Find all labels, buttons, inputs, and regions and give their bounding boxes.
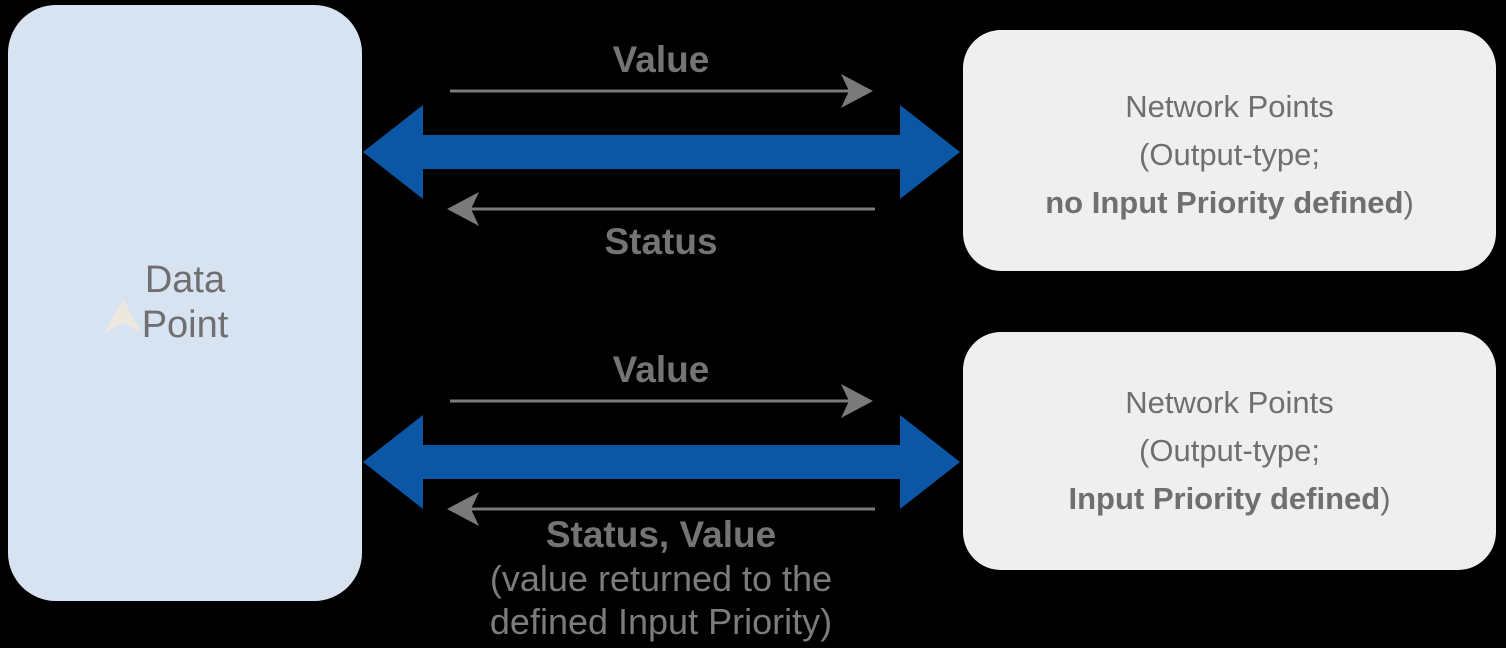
top-value-arrowhead-icon bbox=[841, 74, 873, 108]
network-points-top-line3-suffix: ) bbox=[1403, 184, 1414, 220]
network-points-top-line1: Network Points bbox=[1125, 88, 1334, 124]
bottom-value-arrowhead-icon bbox=[841, 384, 873, 418]
data-point-label: Data Point bbox=[142, 258, 229, 348]
top-status-arrow bbox=[447, 192, 875, 226]
bottom-status-note-line2: defined Input Priority) bbox=[489, 601, 833, 642]
bottom-status-label: Status, Value bbox=[545, 514, 777, 555]
data-point-label-line2: Point bbox=[141, 304, 229, 346]
bottom-value-label: Value bbox=[612, 349, 710, 390]
network-points-bottom-line2: (Output-type; bbox=[1139, 433, 1320, 468]
network-points-bottom-label: Network Points (Output-type; Input Prior… bbox=[1068, 379, 1390, 523]
top-value-arrow bbox=[450, 74, 873, 108]
bottom-value-arrow bbox=[450, 384, 873, 418]
network-points-top-line3-bold: no Input Priority defined bbox=[1045, 184, 1404, 220]
network-points-bottom-line3: Input Priority defined) bbox=[1068, 475, 1390, 523]
bottom-status-arrow bbox=[447, 492, 875, 526]
network-points-top-label: Network Points (Output-type; no Input Pr… bbox=[1045, 83, 1414, 227]
pointer-arrowhead-icon bbox=[104, 299, 142, 333]
network-points-node-bottom: Network Points (Output-type; Input Prior… bbox=[963, 332, 1496, 570]
top-status-arrowhead-icon bbox=[447, 192, 479, 226]
data-point-label-line1: Data bbox=[144, 259, 226, 301]
bottom-status-arrowhead-icon bbox=[447, 492, 479, 526]
network-points-top-line2: (Output-type; bbox=[1139, 136, 1320, 172]
network-points-top-line3: no Input Priority defined) bbox=[1045, 179, 1414, 227]
data-point-node: Data Point bbox=[8, 5, 362, 601]
top-value-label: Value bbox=[612, 39, 710, 80]
network-points-bottom-line3-suffix: ) bbox=[1380, 481, 1391, 516]
network-points-bottom-line1: Network Points bbox=[1125, 385, 1334, 420]
top-bidirectional-arrow-icon bbox=[363, 105, 960, 199]
top-status-label: Status bbox=[604, 221, 718, 262]
bottom-bidirectional-arrow-icon bbox=[363, 415, 960, 509]
network-points-node-top: Network Points (Output-type; no Input Pr… bbox=[963, 30, 1496, 271]
network-points-bottom-line3-bold: Input Priority defined bbox=[1068, 481, 1381, 516]
bottom-status-label-block: Status, Value (value returned to the def… bbox=[451, 513, 871, 643]
bottom-status-note-line1: (value returned to the bbox=[489, 558, 833, 599]
